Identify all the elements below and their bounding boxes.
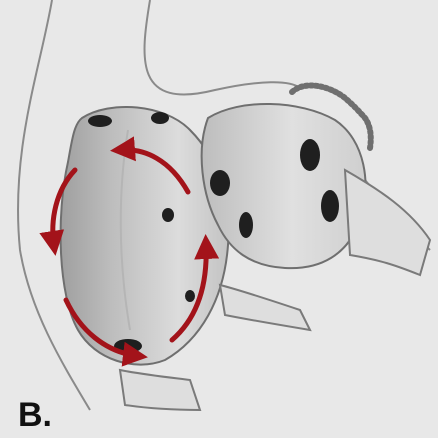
opening-4 xyxy=(185,290,195,302)
opening-6 xyxy=(210,170,230,196)
outer-contour-top xyxy=(145,0,300,94)
right-flap xyxy=(345,170,430,275)
bottom-flap xyxy=(120,370,200,410)
opening-8 xyxy=(300,139,320,171)
opening-1 xyxy=(88,115,112,127)
lower-flap xyxy=(220,285,310,330)
opening-9 xyxy=(321,190,339,222)
opening-2 xyxy=(151,112,169,124)
opening-3 xyxy=(162,208,174,222)
panel-label: B. xyxy=(18,398,52,432)
opening-7 xyxy=(239,212,253,238)
